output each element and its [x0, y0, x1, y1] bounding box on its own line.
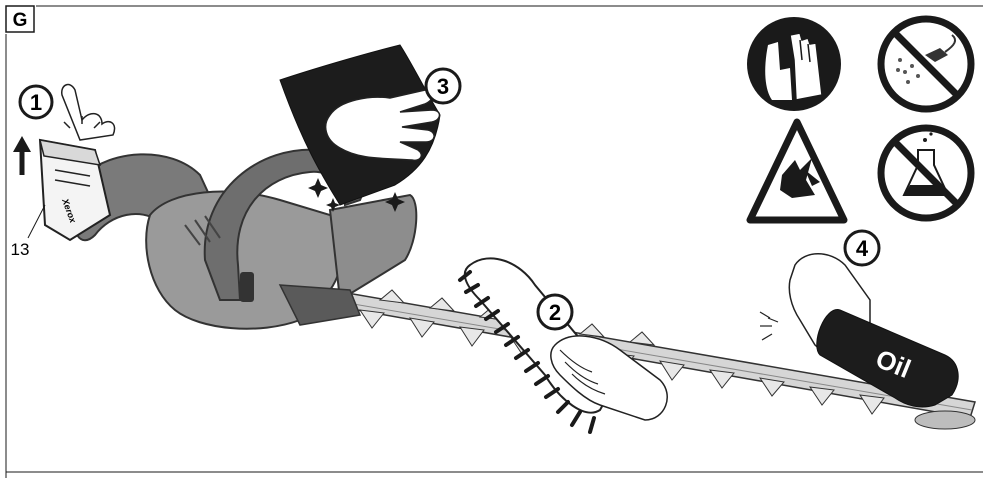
svg-text:4: 4 — [856, 236, 869, 261]
step-badge-2: 2 — [538, 295, 572, 329]
cleaning-cloth — [280, 45, 440, 205]
no-water-spray-icon — [881, 19, 971, 109]
svg-text:2: 2 — [549, 300, 561, 325]
svg-text:3: 3 — [437, 74, 449, 99]
figure-label: G — [6, 6, 34, 32]
cutting-hazard-warning-icon — [750, 122, 844, 220]
remove-battery-arrow — [13, 136, 31, 175]
no-chemicals-icon — [881, 128, 971, 218]
step-badge-1: 1 — [20, 86, 52, 118]
wear-gloves-icon — [747, 17, 841, 111]
part-number-13: 13 — [11, 240, 30, 259]
step-badge-4: 4 — [845, 231, 879, 265]
svg-text:G: G — [13, 10, 28, 31]
step-badge-3: 3 — [426, 69, 460, 103]
svg-text:1: 1 — [30, 90, 42, 115]
finger-press-release — [62, 85, 115, 140]
